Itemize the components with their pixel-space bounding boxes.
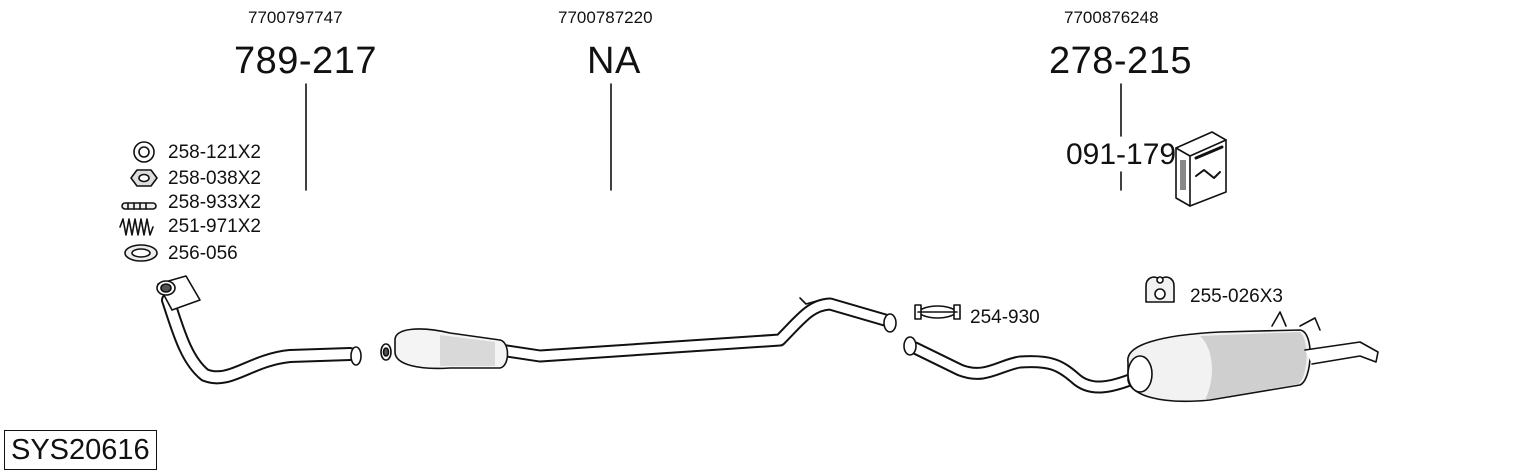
rear-silencer (903, 311, 1379, 403)
oe-number-1: 7700797747 (248, 8, 343, 27)
nut-icon (130, 169, 158, 187)
ring-gasket-icon (133, 141, 155, 163)
mounting-kit-box-icon (1175, 131, 1227, 207)
front-pipe (156, 275, 362, 385)
rubber-hanger-icon (1145, 276, 1175, 303)
fitting-label-1[interactable]: 258-121X2 (168, 142, 261, 163)
part-number-2[interactable]: NA (587, 40, 641, 82)
part-number-1[interactable]: 789-217 (234, 40, 377, 82)
sub-part-number[interactable]: 091-179 (1066, 138, 1177, 171)
part-number-3[interactable]: 278-215 (1049, 40, 1192, 82)
oe-number-3: 7700876248 (1064, 8, 1159, 27)
fitting-label-5[interactable]: 256-056 (168, 243, 238, 264)
system-code: SYS20616 (4, 430, 157, 470)
stud-icon (121, 202, 157, 210)
middle-silencer (380, 297, 897, 370)
hanger-label[interactable]: 255-026X3 (1190, 286, 1283, 307)
spring-icon (119, 218, 154, 236)
fitting-label-3[interactable]: 258-933X2 (168, 192, 261, 213)
clamp-label[interactable]: 254-930 (970, 307, 1040, 328)
clamp-icon (914, 304, 961, 320)
oe-number-2: 7700787220 (558, 8, 653, 27)
fitting-label-2[interactable]: 258-038X2 (168, 168, 261, 189)
flange-gasket-icon (124, 244, 158, 262)
fitting-label-4[interactable]: 251-971X2 (168, 216, 261, 237)
